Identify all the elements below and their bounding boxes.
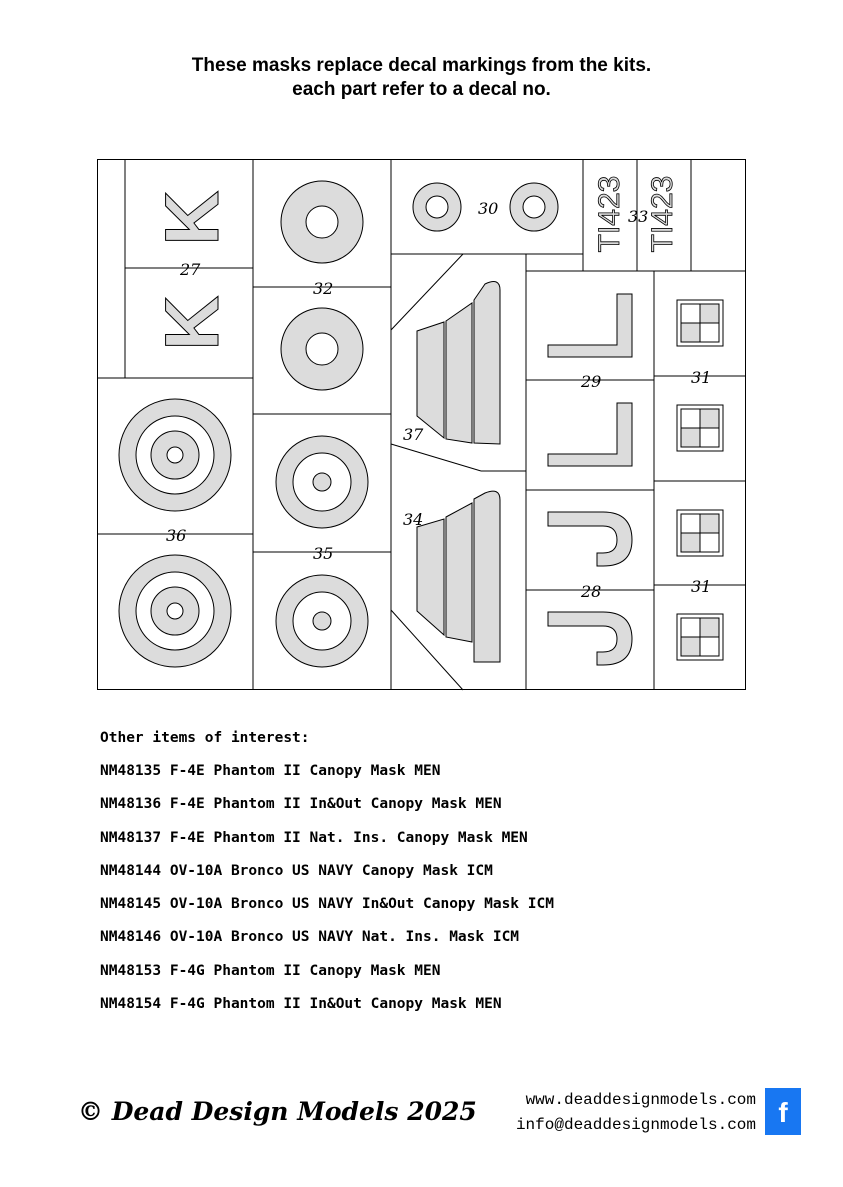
letter-j-label: J [0, 0, 1, 1]
roundel-dot [312, 611, 332, 631]
part-number: 34 [403, 510, 423, 529]
stripe-mask [473, 281, 501, 445]
part-number: 36 [166, 526, 186, 545]
roundel-center [305, 332, 339, 366]
part-number: 31 [691, 368, 711, 387]
part-number: 29 [580, 372, 601, 391]
stripe-mask [473, 490, 501, 663]
letter-j-mask [547, 511, 633, 567]
divider [390, 253, 464, 331]
letter-j-label: J [0, 0, 1, 1]
serial-mask: TI423 [593, 176, 626, 253]
part-number: 27 [179, 260, 201, 279]
product-link[interactable]: NM48153 F-4G Phantom II Canopy Mask MEN [100, 962, 441, 979]
roundel-dot [312, 472, 332, 492]
roundel-center [305, 205, 339, 239]
divider [390, 609, 464, 691]
website-link[interactable]: www.deaddesignmodels.com [525, 1091, 756, 1109]
letter-l-label: L [0, 0, 1, 1]
header: These masks replace decal markings from … [0, 54, 843, 102]
contacts: www.deaddesignmodels.com info@deaddesign… [516, 1088, 756, 1138]
letter-k-mask: K [150, 190, 235, 245]
product-link[interactable]: NM48144 OV-10A Bronco US NAVY Canopy Mas… [100, 862, 493, 879]
product-link[interactable]: NM48135 F-4E Phantom II Canopy Mask MEN [100, 763, 441, 779]
roundel-center [522, 195, 546, 219]
stripe-mask [416, 321, 445, 440]
square-mask [676, 299, 724, 347]
roundel-center [425, 195, 449, 219]
square-mask [676, 613, 724, 661]
product-link[interactable]: NM48137 F-4E Phantom II Nat. Ins. Canopy… [100, 829, 528, 846]
header-line-1: These masks replace decal markings from … [191, 55, 652, 76]
roundel-center [166, 446, 184, 464]
part-number: 30 [478, 199, 498, 218]
letter-j-mask [547, 611, 633, 666]
product-link[interactable]: NM48145 OV-10A Bronco US NAVY In&Out Can… [100, 896, 554, 913]
part-number: 35 [313, 544, 333, 563]
product-link[interactable]: NM48146 OV-10A Bronco US NAVY Nat. Ins. … [100, 929, 520, 946]
stripe-mask [416, 518, 445, 637]
stripe-mask [445, 302, 473, 444]
email-link[interactable]: info@deaddesignmodels.com [515, 1116, 756, 1134]
letter-l-label: L [0, 0, 1, 1]
part-number: 32 [313, 279, 333, 298]
product-link[interactable]: NM48136 F-4E Phantom II In&Out Canopy Ma… [100, 796, 502, 813]
stripe-mask [445, 502, 473, 643]
roundel-center [166, 602, 184, 620]
letter-k-mask: K [150, 295, 235, 350]
other-items: Other items of interest: NM48135 F-4E Ph… [100, 728, 554, 1027]
part-number: 31 [691, 577, 711, 596]
sheet-border [97, 159, 746, 690]
square-mask [676, 509, 724, 557]
part-number: 37 [403, 425, 424, 444]
letter-l-mask [547, 402, 633, 467]
other-items-title: Other items of interest: [100, 730, 310, 746]
header-line-2: each part refer to a decal no. [292, 79, 551, 100]
square-mask [676, 404, 724, 452]
product-link[interactable]: NM48154 F-4G Phantom II In&Out Canopy Ma… [100, 996, 502, 1013]
part-number: 28 [580, 582, 601, 601]
divider [390, 443, 482, 472]
serial-mask: TI423 [646, 176, 679, 253]
copyright: © Dead Design Models 2025 [78, 1097, 477, 1126]
facebook-icon[interactable]: f [765, 1088, 801, 1135]
letter-l-mask [547, 293, 633, 358]
part-number: 33 [628, 207, 648, 226]
